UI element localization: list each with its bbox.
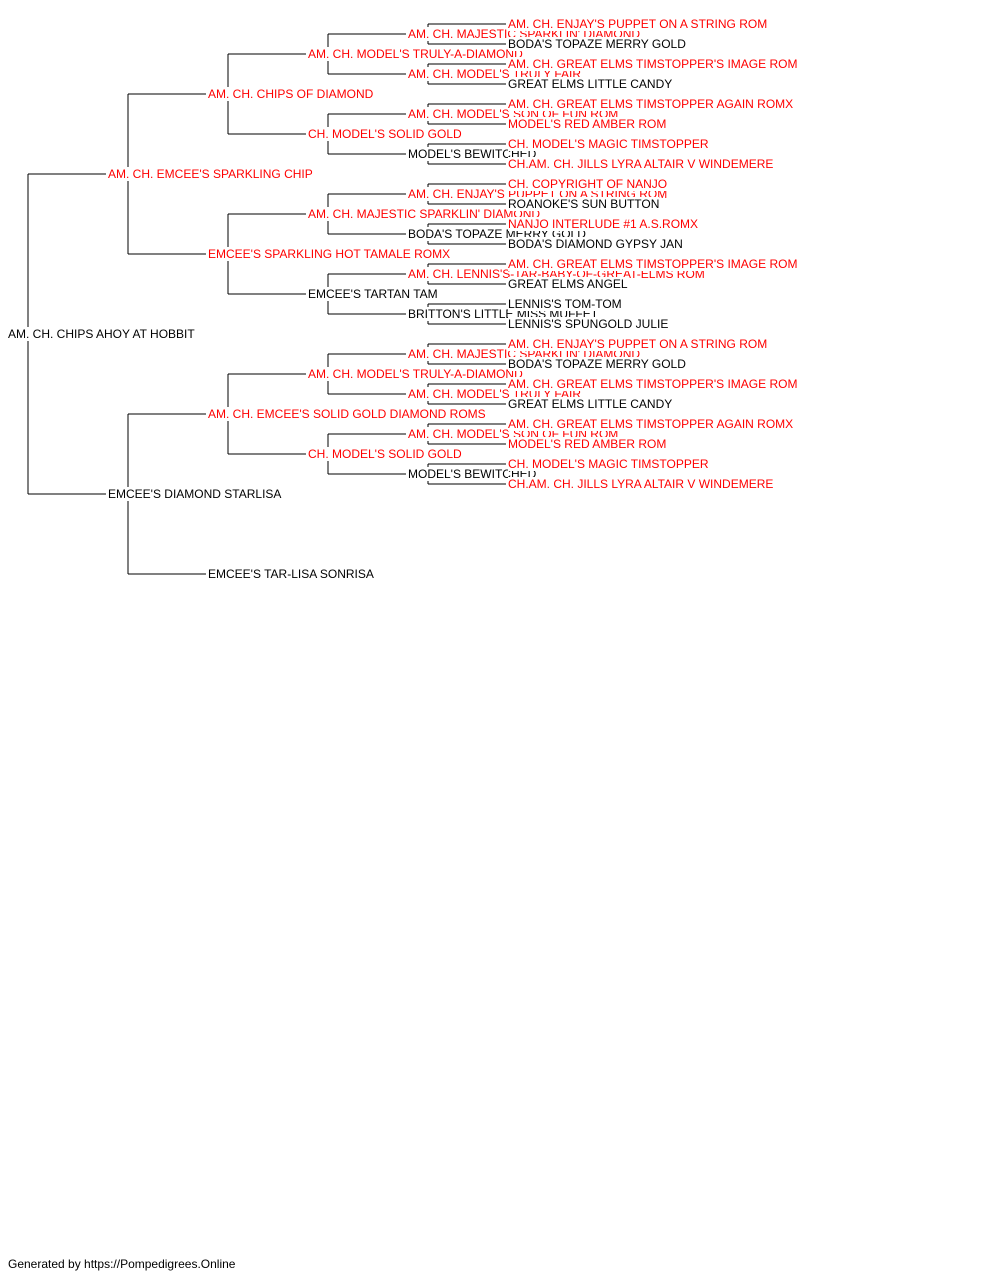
- ancestor-name-gen3: AM. CH. MODEL'S TRULY-A-DIAMOND: [308, 47, 523, 61]
- ancestor-name-gen5: AM. CH. GREAT ELMS TIMSTOPPER AGAIN ROMX: [508, 417, 794, 431]
- ancestor-name-gen5: AM. CH. GREAT ELMS TIMSTOPPER AGAIN ROMX: [508, 97, 794, 111]
- ancestor-name-gen5: AM. CH. GREAT ELMS TIMSTOPPER'S IMAGE RO…: [508, 257, 798, 271]
- ancestor-name-gen2: EMCEE'S SPARKLING HOT TAMALE ROMX: [208, 247, 451, 261]
- ancestor-name-gen5: AM. CH. ENJAY'S PUPPET ON A STRING ROM: [508, 337, 768, 351]
- footer-credit: Generated by https://Pompedigrees.Online: [8, 1257, 236, 1271]
- ancestor-name-gen1: AM. CH. EMCEE'S SPARKLING CHIP: [108, 167, 313, 181]
- ancestor-name-gen5: BODA'S DIAMOND GYPSY JAN: [508, 237, 683, 251]
- ancestor-name-gen5: LENNIS'S SPUNGOLD JULIE: [508, 317, 669, 331]
- subject-dog-name: AM. CH. CHIPS AHOY AT HOBBIT: [8, 327, 195, 341]
- ancestor-name-gen5: AM. CH. GREAT ELMS TIMSTOPPER'S IMAGE RO…: [508, 377, 798, 391]
- ancestor-name-gen2: AM. CH. CHIPS OF DIAMOND: [208, 87, 374, 101]
- ancestor-name-gen5: CH.AM. CH. JILLS LYRA ALTAIR V WINDEMERE: [508, 477, 774, 491]
- ancestor-name-gen5: AM. CH. GREAT ELMS TIMSTOPPER'S IMAGE RO…: [508, 57, 798, 71]
- ancestor-name-gen3: AM. CH. MODEL'S TRULY-A-DIAMOND: [308, 367, 523, 381]
- ancestor-name-gen5: CH.AM. CH. JILLS LYRA ALTAIR V WINDEMERE: [508, 157, 774, 171]
- ancestor-name-gen5: MODEL'S RED AMBER ROM: [508, 437, 667, 451]
- ancestor-name-gen5: LENNIS'S TOM-TOM: [508, 297, 622, 311]
- ancestor-name-gen3: EMCEE'S TARTAN TAM: [308, 287, 438, 301]
- ancestor-name-gen3: CH. MODEL'S SOLID GOLD: [308, 127, 462, 141]
- ancestor-name-gen4: MODEL'S BEWITCHED: [408, 467, 537, 481]
- ancestor-name-gen3: AM. CH. MAJESTIC SPARKLIN' DIAMOND: [308, 207, 541, 221]
- ancestor-name-gen5: CH. MODEL'S MAGIC TIMSTOPPER: [508, 137, 709, 151]
- ancestor-name-gen5: AM. CH. ENJAY'S PUPPET ON A STRING ROM: [508, 17, 768, 31]
- ancestor-name-gen2: AM. CH. EMCEE'S SOLID GOLD DIAMOND ROMS: [208, 407, 486, 421]
- ancestor-name-gen5: GREAT ELMS ANGEL: [508, 277, 628, 291]
- ancestor-name-gen3: CH. MODEL'S SOLID GOLD: [308, 447, 462, 461]
- ancestor-name-gen5: GREAT ELMS LITTLE CANDY: [508, 77, 673, 91]
- ancestor-name-gen2: EMCEE'S TAR-LISA SONRISA: [208, 567, 374, 581]
- ancestor-name-gen4: MODEL'S BEWITCHED: [408, 147, 537, 161]
- ancestor-name-gen5: NANJO INTERLUDE #1 A.S.ROMX: [508, 217, 699, 231]
- ancestor-name-gen5: ROANOKE'S SUN BUTTON: [508, 197, 660, 211]
- ancestor-name-gen5: MODEL'S RED AMBER ROM: [508, 117, 667, 131]
- ancestor-name-gen5: CH. MODEL'S MAGIC TIMSTOPPER: [508, 457, 709, 471]
- ancestor-name-gen5: BODA'S TOPAZE MERRY GOLD: [508, 357, 686, 371]
- ancestor-name-gen5: GREAT ELMS LITTLE CANDY: [508, 397, 673, 411]
- ancestor-name-gen5: BODA'S TOPAZE MERRY GOLD: [508, 37, 686, 51]
- ancestor-name-gen5: CH. COPYRIGHT OF NANJO: [508, 177, 668, 191]
- ancestor-name-gen1: EMCEE'S DIAMOND STARLISA: [108, 487, 282, 501]
